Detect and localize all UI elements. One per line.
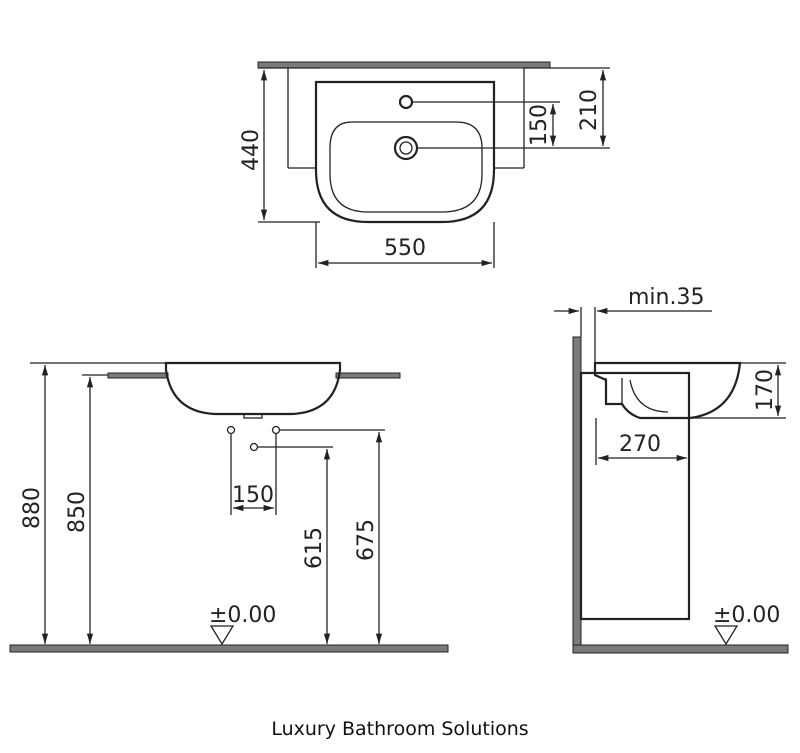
tap-offset-label: 210 [577,89,602,131]
countertop-edge [257,61,551,69]
side-floor-label: ±0.00 [713,603,780,628]
front-floor [9,644,449,653]
front-countertop-right [335,372,401,379]
rim-height-label: 170 [753,369,778,411]
basin-outline [314,80,496,224]
front-view: 150 880 850 615 675 ±0.00 [9,361,449,653]
side-bowl-inner [605,378,669,413]
drain-inner [399,141,413,155]
supply-right [271,425,281,435]
tap-hole [398,94,414,110]
waste-outlet [249,442,259,452]
min-gap-label: min.35 [628,285,704,310]
side-wall [572,336,582,654]
height-675-label: 675 [354,519,379,561]
height-850-label: 850 [65,491,90,533]
spacing-label: 150 [232,483,274,508]
projection-label: 270 [619,432,661,457]
top-view: 550 440 150 210 [239,61,610,268]
side-floor-marker [713,625,739,646]
tap-center-label: 150 [527,104,552,146]
basin-bowl [329,121,483,213]
depth-label: 440 [239,129,264,171]
front-basin-body [164,361,342,416]
width-label: 550 [384,236,426,261]
side-floor [572,644,789,654]
side-basin [593,361,742,420]
front-countertop-left [107,372,169,379]
footer-caption: Luxury Bathroom Solutions [271,718,529,740]
front-floor-label: ±0.00 [209,603,276,628]
height-615-label: 615 [302,527,327,569]
front-drain [243,413,263,419]
drain-outer [393,135,419,161]
supply-left [226,425,236,435]
pedestal [579,371,691,621]
height-880-label: 880 [20,487,45,529]
front-floor-marker [209,625,235,646]
side-view: min.35 270 170 ±0.00 [554,285,789,654]
